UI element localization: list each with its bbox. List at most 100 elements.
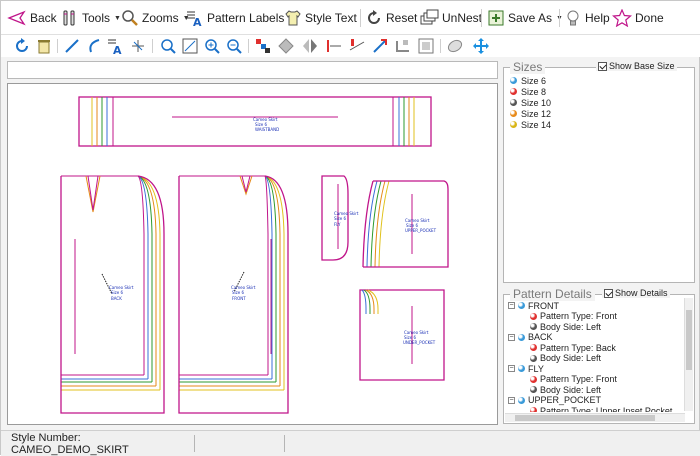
back-button[interactable]: Back <box>7 7 57 29</box>
reset-button[interactable]: Reset <box>365 7 417 29</box>
size-label: Size 8 <box>521 86 547 97</box>
pattern-group-label: BACK <box>528 332 553 342</box>
tree-group-row[interactable]: − UPPER_POCKET <box>508 395 601 406</box>
pattern-details-title: Pattern Details <box>510 287 595 301</box>
chevron-down-icon: ▼ <box>114 14 121 22</box>
size-item[interactable]: Size 10 <box>510 97 551 108</box>
checkbox-checked-icon <box>604 288 613 298</box>
reset-label: Reset <box>386 11 418 25</box>
collapse-icon[interactable]: − <box>508 302 515 309</box>
text-tool-icon[interactable]: A <box>107 37 125 55</box>
size-item[interactable]: Size 6 <box>510 75 546 86</box>
refresh-icon[interactable] <box>13 37 31 55</box>
scroll-thumb[interactable] <box>515 415 655 421</box>
tree-property-row[interactable]: Body Side: Left <box>530 384 601 395</box>
pattern-labels-button[interactable]: A Pattern Labels <box>186 7 284 29</box>
star-icon <box>612 9 632 27</box>
zooms-menu-button[interactable]: Zooms▼ <box>121 7 190 29</box>
curve-tool-icon[interactable] <box>85 37 103 55</box>
trash-icon[interactable] <box>35 37 53 55</box>
reset-icon <box>368 10 380 24</box>
fly-piece[interactable]: Cameo Skirt Size 6 FLY <box>321 175 359 261</box>
shirt-icon <box>285 10 301 26</box>
color-icon[interactable] <box>254 37 272 55</box>
zoom-plus-icon[interactable] <box>203 37 221 55</box>
main-toolbar: Back Tools▼ Zooms▼ A Pattern Labels Styl… <box>1 1 700 35</box>
tree-property-row[interactable]: Pattern Type: Upper Inset Pocket <box>530 405 672 412</box>
arrow-icon[interactable] <box>371 37 389 55</box>
scroll-thumb[interactable] <box>686 310 692 370</box>
show-base-size-checkbox[interactable]: Show Base Size <box>596 61 677 71</box>
property-label: Pattern Type: Front <box>540 374 617 384</box>
property-dot-icon <box>530 354 537 362</box>
back-label-name: BACK <box>111 296 122 301</box>
under-pocket-piece[interactable]: Cameo Skirt Size 6 UNDER_POCKET <box>359 289 445 381</box>
status-cell-empty <box>197 435 285 452</box>
tools-menu-button[interactable]: Tools▼ <box>61 7 121 29</box>
toolbar-divider <box>440 39 441 53</box>
tree-property-row[interactable]: Pattern Type: Front <box>530 374 617 385</box>
toolbar-divider <box>559 9 560 27</box>
checkbox-checked-icon <box>598 61 607 71</box>
notch-icon[interactable] <box>325 37 343 55</box>
zoom-minus-icon[interactable] <box>225 37 243 55</box>
upper-pocket-piece[interactable]: Cameo Skirt Size 6 UPPER_POCKET <box>362 180 449 268</box>
grade-icon[interactable] <box>348 37 366 55</box>
corner-icon[interactable] <box>394 37 412 55</box>
property-label: Pattern Type: Back <box>540 342 616 353</box>
frame-icon[interactable] <box>417 37 435 55</box>
property-label: Pattern Type: Front <box>540 311 617 321</box>
pattern-drawing[interactable]: Cameo Skirt Size 6 WAISTBAND <box>8 84 497 424</box>
tree-group-row[interactable]: − BACK <box>508 332 553 343</box>
size-item[interactable]: Size 8 <box>510 86 546 97</box>
diamond-icon[interactable] <box>277 37 295 55</box>
waistband-piece[interactable]: Cameo Skirt Size 6 WAISTBAND <box>78 96 432 147</box>
tree-property-row[interactable]: Body Side: Left <box>530 321 601 332</box>
size-item[interactable]: Size 14 <box>510 119 551 130</box>
pattern-group-label: UPPER_POCKET <box>528 395 602 405</box>
move-icon[interactable] <box>472 37 490 55</box>
style-text-button[interactable]: Style Text <box>284 7 357 29</box>
back-arrow-icon <box>7 10 26 26</box>
tree-property-row[interactable]: Pattern Type: Front <box>530 311 617 322</box>
tree-group-row[interactable]: −FLY <box>508 363 544 374</box>
property-dot-icon <box>530 312 537 320</box>
message-bar[interactable] <box>7 61 498 79</box>
front-piece[interactable]: Cameo Skirt Size 6 FRONT <box>178 175 289 414</box>
done-button[interactable]: Done <box>612 7 664 29</box>
size-item[interactable]: Size 12 <box>510 108 551 119</box>
tree-property-row[interactable]: Body Side: Left <box>530 353 601 364</box>
show-details-checkbox[interactable]: Show Details <box>602 288 670 298</box>
collapse-icon[interactable]: − <box>508 365 515 372</box>
help-button[interactable]: Help <box>564 7 610 29</box>
pattern-icon[interactable] <box>446 37 464 55</box>
zoom-fit-icon[interactable] <box>181 37 199 55</box>
magnifier-icon <box>122 10 138 26</box>
tree-group-row[interactable]: −FRONT <box>508 300 559 311</box>
collapse-icon[interactable]: − <box>508 333 515 341</box>
style-number-text: Style Number: CAMEO_DEMO_SKIRT <box>7 432 195 456</box>
tree-property-row[interactable]: Pattern Type: Back <box>530 342 616 353</box>
details-horizontal-scrollbar[interactable] <box>505 413 685 422</box>
details-vertical-scrollbar[interactable] <box>684 298 693 411</box>
crosshair-icon[interactable] <box>129 37 147 55</box>
pattern-canvas[interactable]: Cameo Skirt Size 6 WAISTBAND <box>7 83 498 425</box>
size-dot-icon <box>510 77 517 84</box>
size-label: Size 6 <box>521 75 547 86</box>
flip-icon[interactable] <box>301 37 319 55</box>
unnest-button[interactable]: UnNest <box>419 7 482 29</box>
save-as-menu-button[interactable]: Save As▼ <box>487 7 563 29</box>
pattern-dot-icon <box>518 302 525 309</box>
property-label: Body Side: Left <box>540 384 602 395</box>
line-tool-icon[interactable] <box>63 37 81 55</box>
chevron-down-icon: ▼ <box>182 14 190 22</box>
zoom-in-icon[interactable] <box>159 37 177 55</box>
front-label-line2: Size 6 <box>232 290 244 295</box>
fly-label-name: FLY <box>334 222 341 227</box>
back-label-line1: Cameo Skirt <box>109 285 134 290</box>
back-piece[interactable]: Cameo Skirt Size 6 BACK <box>60 175 165 414</box>
tools-label: Tools <box>82 11 111 25</box>
waistband-label-name: WAISTBAND <box>255 127 279 132</box>
collapse-icon[interactable]: − <box>508 396 515 404</box>
